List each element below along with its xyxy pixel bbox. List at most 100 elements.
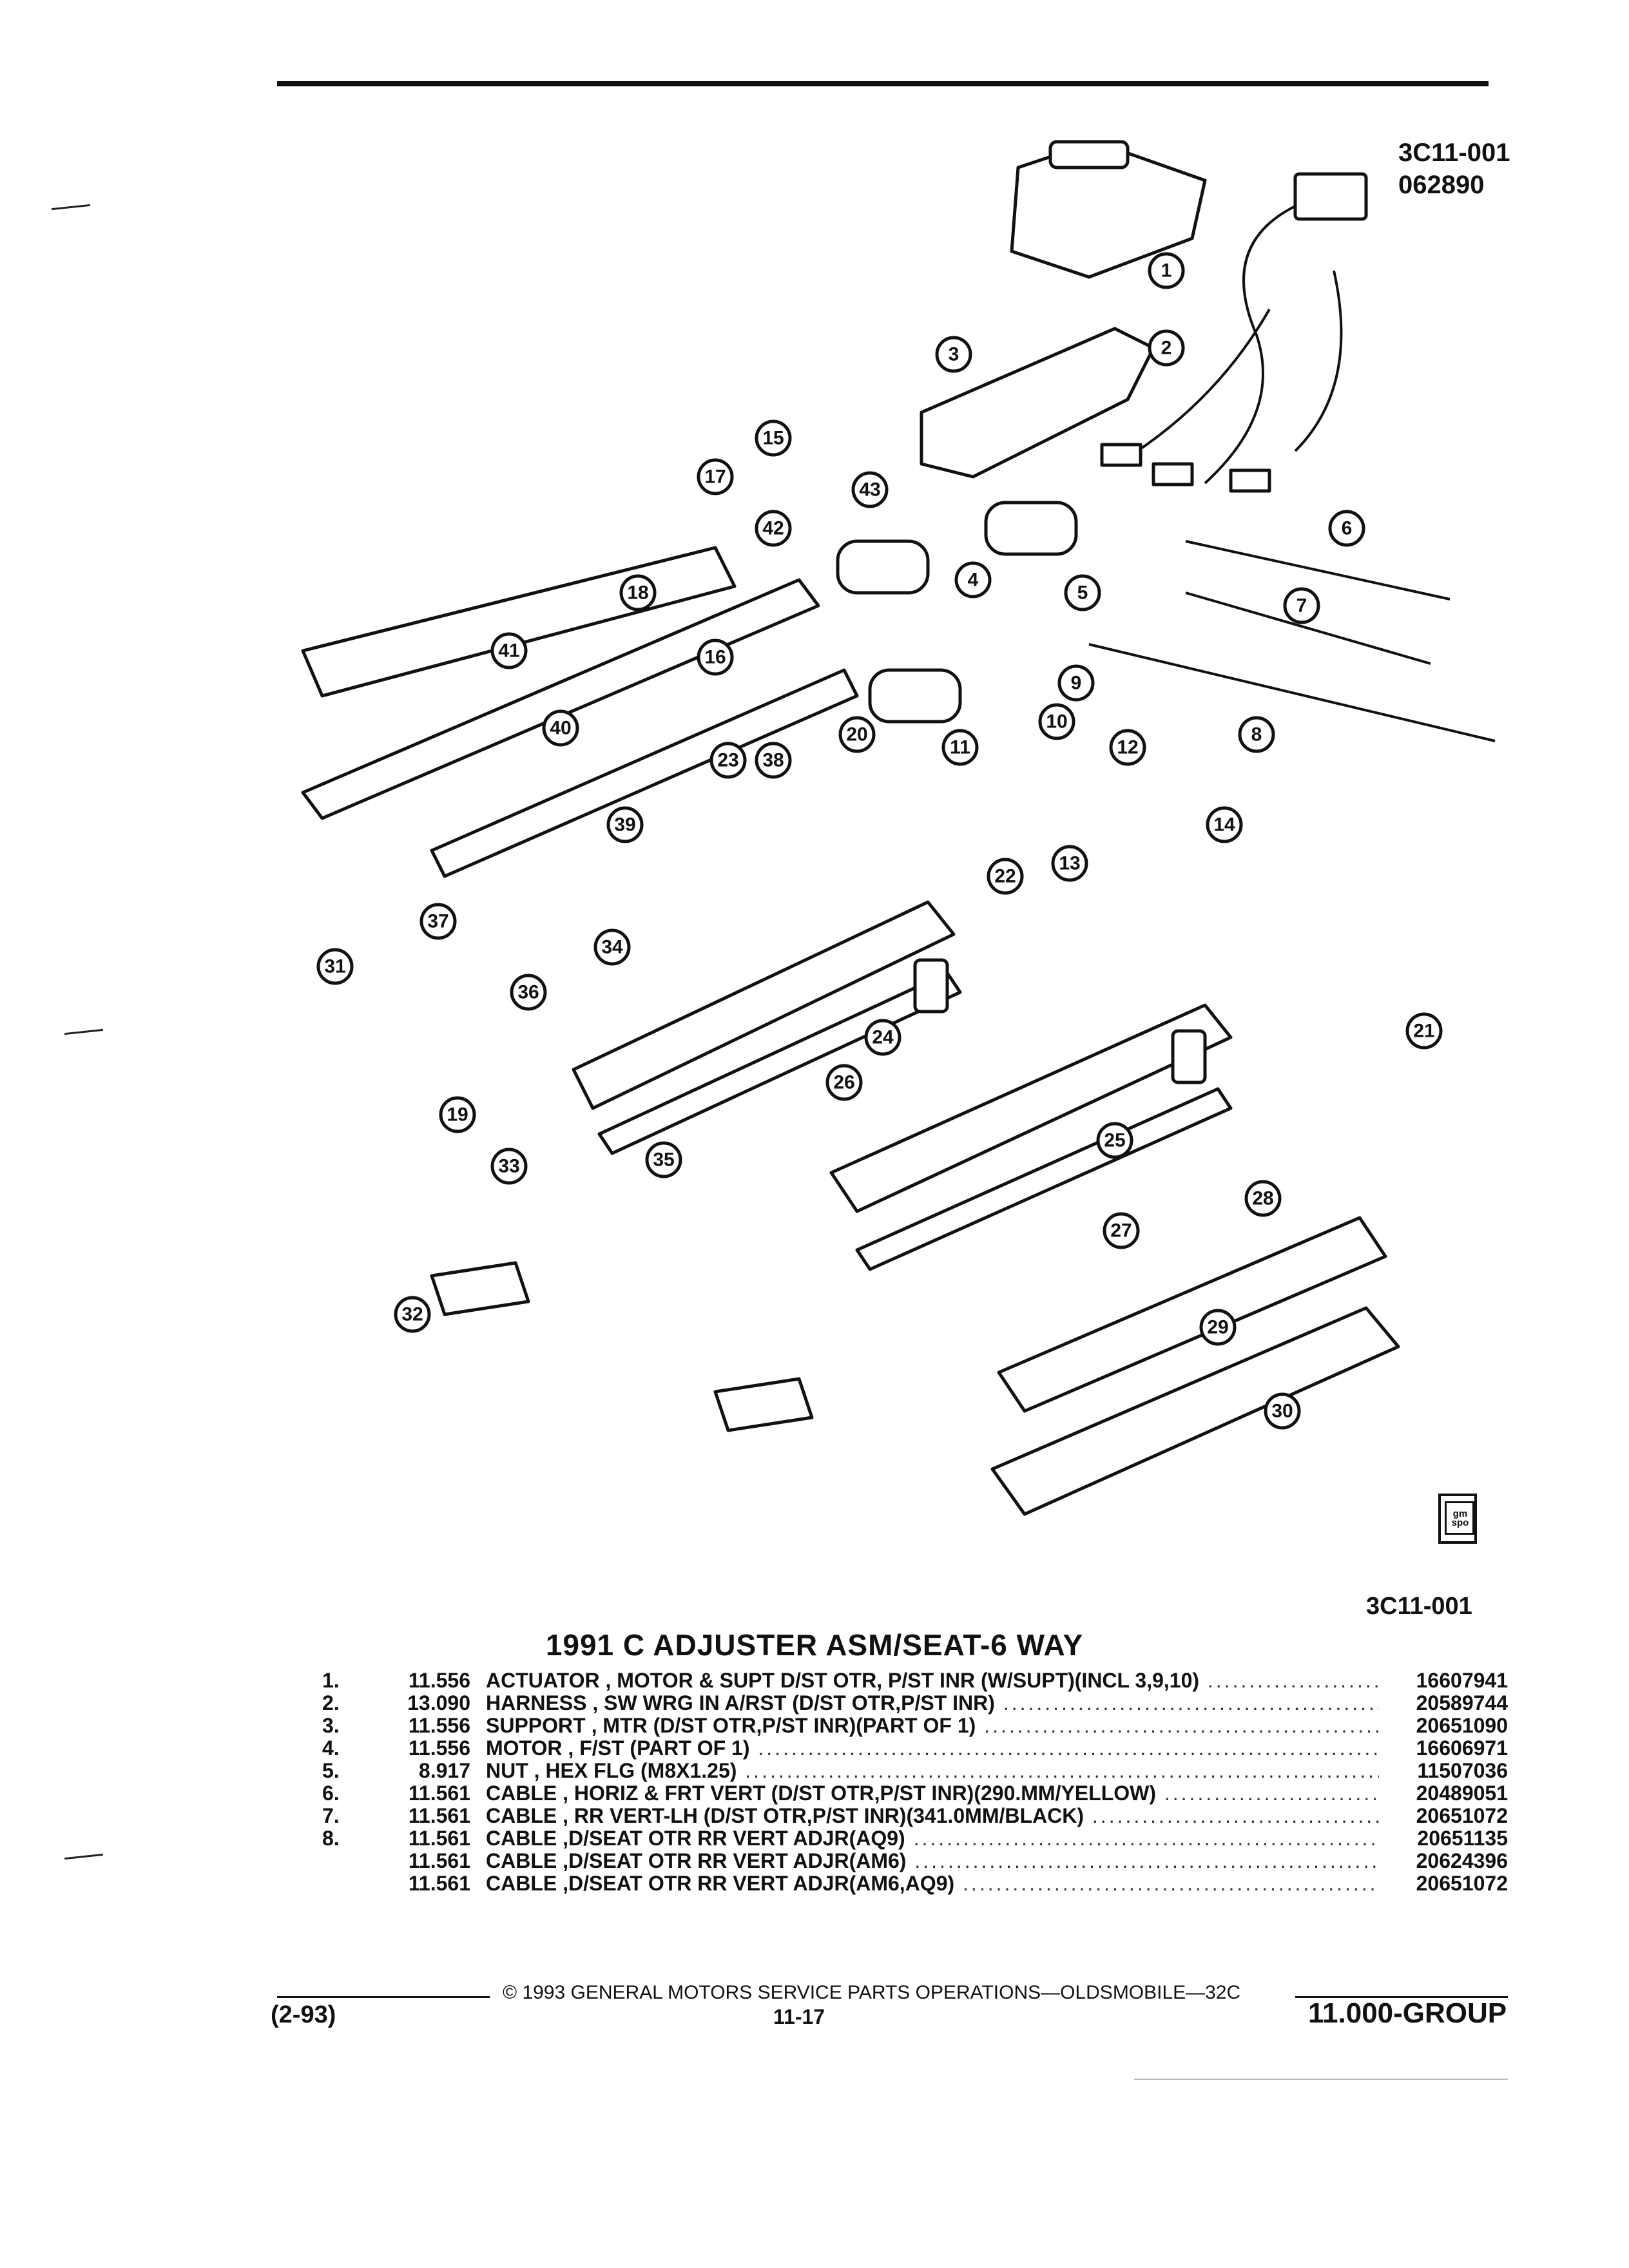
item-description: CABLE ,D/SEAT OTR RR VERT ADJR(AM6,AQ9) …	[486, 1872, 1379, 1896]
svg-text:34: 34	[601, 937, 623, 958]
group-number: 13.090	[407, 1691, 470, 1715]
harness-wire-drawing	[1294, 270, 1343, 452]
callout-28: 28	[1244, 1180, 1282, 1217]
svg-text:42: 42	[762, 518, 784, 539]
group-number: 8.917	[418, 1759, 470, 1782]
callout-labels: 1 2 3 4 5 6 7 8 9 10 11 12 13 14 15 16 1…	[316, 252, 1443, 1430]
track-cover-drawing	[713, 1377, 814, 1432]
callout-20: 20	[838, 716, 876, 753]
callout-18: 18	[619, 574, 657, 611]
item-index: 4.	[322, 1736, 340, 1760]
item-index: 8.	[322, 1827, 340, 1850]
leader-dots: ........................................…	[1003, 1691, 1379, 1715]
svg-text:12: 12	[1117, 737, 1138, 758]
callout-2: 2	[1148, 329, 1185, 367]
part-number: 11507036	[1417, 1759, 1508, 1782]
gm-spo-logo-text: gm spo	[1451, 1508, 1469, 1528]
seat-track-drawing	[829, 1003, 1233, 1213]
leader-dots: ........................................…	[745, 1759, 1379, 1782]
svg-text:25: 25	[1104, 1130, 1125, 1151]
group-number: 11.561	[408, 1782, 470, 1805]
group-number: 11.556	[408, 1736, 470, 1760]
part-drawings	[301, 140, 1496, 1516]
item-index: 5.	[322, 1759, 340, 1782]
callout-22: 22	[987, 858, 1024, 895]
callout-25: 25	[1096, 1122, 1133, 1159]
svg-text:15: 15	[762, 428, 784, 449]
part-number: 20624396	[1416, 1849, 1508, 1872]
lower-cover-drawing	[990, 1306, 1400, 1516]
callout-42: 42	[755, 510, 792, 547]
svg-text:9: 9	[1071, 673, 1082, 694]
callout-43: 43	[851, 471, 889, 508]
leader-dots: ........................................…	[913, 1827, 1379, 1850]
track-cover-drawing	[430, 1261, 530, 1316]
svg-text:43: 43	[859, 479, 880, 501]
svg-text:1: 1	[1161, 260, 1172, 282]
item-detail: , SW WRG IN A/RST (D/ST OTR,P/ST INR)	[586, 1691, 995, 1715]
svg-text:36: 36	[517, 982, 539, 1003]
svg-text:19: 19	[447, 1104, 468, 1126]
item-description: SUPPORT , MTR (D/ST OTR,P/ST INR)(PART O…	[486, 1714, 1379, 1738]
svg-text:22: 22	[994, 866, 1016, 887]
faint-rule	[1134, 2079, 1508, 2080]
part-number: 20489051	[1416, 1782, 1508, 1805]
callout-7: 7	[1283, 587, 1320, 624]
harness-connector-drawing	[1293, 172, 1368, 221]
svg-text:4: 4	[968, 570, 979, 591]
reference-codes: 3C11-001 062890	[1398, 137, 1510, 201]
callout-35: 35	[645, 1141, 682, 1178]
footer-rule-left	[277, 1996, 490, 1998]
callout-17: 17	[697, 458, 734, 495]
outer-cover-drawing	[997, 1216, 1387, 1413]
svg-text:20: 20	[846, 724, 867, 745]
item-detail: , MOTOR & SUPT D/ST OTR, P/ST INR (W/SUP…	[599, 1669, 1200, 1692]
svg-text:14: 14	[1213, 814, 1235, 836]
callout-6: 6	[1328, 510, 1365, 547]
upper-track-drawing	[301, 546, 737, 698]
part-number: 20651072	[1416, 1804, 1508, 1827]
item-description: CABLE , HORIZ & FRT VERT (D/ST OTR,P/ST …	[486, 1782, 1379, 1805]
spring-drawing	[1171, 1029, 1207, 1084]
svg-text:5: 5	[1077, 582, 1088, 604]
callout-31: 31	[316, 948, 354, 985]
svg-text:2: 2	[1161, 338, 1172, 359]
callout-39: 39	[606, 806, 644, 843]
svg-text:41: 41	[498, 640, 519, 662]
group-number: 11.561	[408, 1827, 470, 1850]
svg-text:13: 13	[1059, 853, 1080, 874]
svg-text:17: 17	[704, 466, 726, 488]
svg-text:38: 38	[762, 750, 784, 771]
item-description: CABLE , RR VERT-LH (D/ST OTR,P/ST INR)(3…	[486, 1804, 1379, 1828]
svg-text:29: 29	[1207, 1317, 1228, 1338]
callout-29: 29	[1199, 1309, 1237, 1346]
leader-dots: ........................................…	[1164, 1782, 1379, 1805]
copyright-text: © 1993 GENERAL MOTORS SERVICE PARTS OPER…	[503, 1982, 1241, 2003]
callout-38: 38	[755, 742, 792, 779]
callout-9: 9	[1057, 664, 1095, 702]
callout-32: 32	[394, 1296, 431, 1333]
top-rule	[277, 81, 1489, 86]
callout-23: 23	[709, 742, 747, 779]
leader-dots: ........................................…	[984, 1714, 1379, 1737]
svg-text:10: 10	[1046, 711, 1067, 733]
callout-1: 1	[1148, 252, 1185, 289]
item-description: HARNESS , SW WRG IN A/RST (D/ST OTR,P/ST…	[486, 1691, 1379, 1715]
part-number: 20651090	[1416, 1714, 1508, 1737]
leader-dots: ........................................…	[914, 1849, 1379, 1872]
callout-8: 8	[1238, 716, 1275, 753]
svg-text:35: 35	[653, 1149, 674, 1171]
seat-track-drawing	[572, 900, 956, 1110]
gm-spo-logo-frame: gm spo	[1445, 1501, 1474, 1535]
item-detail: , F/ST (PART OF 1)	[562, 1736, 750, 1760]
callout-11: 11	[941, 729, 979, 766]
callout-34: 34	[593, 928, 631, 966]
callout-21: 21	[1405, 1012, 1443, 1050]
callout-26: 26	[825, 1064, 863, 1101]
callout-30: 30	[1264, 1392, 1301, 1430]
